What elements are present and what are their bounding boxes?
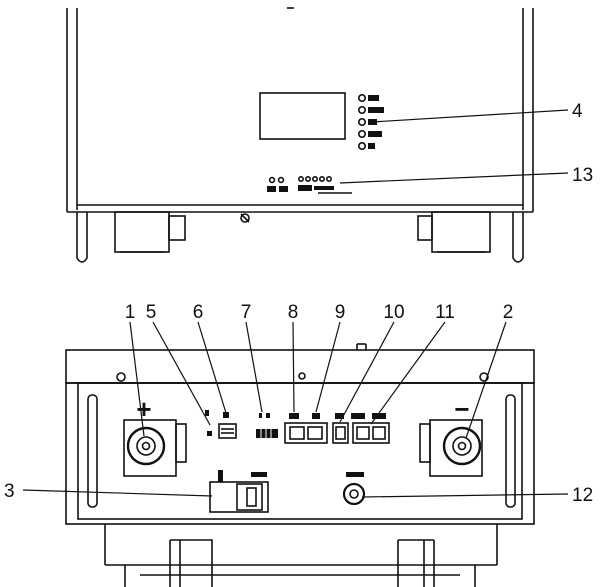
button-labels bbox=[267, 185, 334, 192]
dip-switch-dividers bbox=[260, 429, 272, 438]
negative-symbol: − bbox=[454, 394, 469, 424]
leader-9 bbox=[315, 321, 341, 413]
callout-3: 3 bbox=[4, 481, 15, 502]
bottom-screw bbox=[240, 213, 250, 223]
led-3 bbox=[357, 118, 366, 127]
switch-labels bbox=[205, 410, 229, 436]
round-connector bbox=[342, 472, 366, 506]
single-port bbox=[332, 422, 349, 444]
bottom-view bbox=[65, 343, 535, 587]
callout-12: 12 bbox=[572, 485, 593, 506]
panel-inner bbox=[77, 382, 523, 520]
leader-12 bbox=[361, 493, 569, 498]
positive-symbol: + bbox=[136, 394, 151, 424]
lid-screw-center bbox=[298, 372, 306, 380]
port-label-b bbox=[335, 413, 344, 419]
leader-lines bbox=[22, 109, 569, 498]
lid-screw-right bbox=[479, 372, 489, 382]
left-rod bbox=[76, 212, 88, 263]
leader-7 bbox=[245, 321, 263, 413]
rj45-port-pair-2 bbox=[352, 422, 390, 444]
right-slot bbox=[505, 394, 516, 508]
leader-13 bbox=[339, 172, 569, 184]
dip-switch bbox=[256, 413, 278, 438]
leader-10 bbox=[339, 321, 395, 423]
led-1 bbox=[357, 94, 366, 103]
callout-13: 13 bbox=[572, 165, 593, 186]
rj45-port-pair bbox=[284, 422, 328, 444]
callout-10: 10 bbox=[383, 302, 404, 323]
leader-5 bbox=[152, 321, 211, 426]
leader-1 bbox=[129, 321, 145, 437]
led-2 bbox=[357, 106, 366, 115]
reset-switch bbox=[218, 423, 237, 439]
leader-2 bbox=[465, 321, 507, 439]
lid-screw-left bbox=[116, 372, 126, 382]
left-foot bbox=[114, 211, 186, 253]
leader-3 bbox=[22, 489, 213, 497]
leader-6 bbox=[197, 321, 227, 414]
callout-2: 2 bbox=[503, 302, 514, 323]
led-5 bbox=[357, 142, 366, 151]
callout-9: 9 bbox=[335, 302, 346, 323]
indicator-leds bbox=[357, 94, 366, 151]
port-labels-a bbox=[289, 413, 320, 419]
port-labels-c bbox=[351, 413, 386, 419]
top-view bbox=[66, 7, 534, 263]
callout-8: 8 bbox=[288, 302, 299, 323]
callout-7: 7 bbox=[241, 302, 252, 323]
breaker bbox=[209, 470, 269, 513]
led-4 bbox=[357, 130, 366, 139]
leader-11 bbox=[370, 321, 446, 425]
stand bbox=[104, 524, 498, 587]
right-foot bbox=[417, 211, 491, 253]
callout-11: 11 bbox=[435, 302, 455, 323]
callout-1: 1 bbox=[125, 302, 136, 323]
right-rod bbox=[512, 212, 524, 263]
leader-4 bbox=[371, 109, 569, 123]
display-screen bbox=[259, 92, 346, 140]
button-strip bbox=[268, 176, 332, 184]
left-slot bbox=[87, 394, 98, 508]
leader-8 bbox=[292, 321, 295, 413]
positive-terminal bbox=[123, 419, 187, 477]
callout-6: 6 bbox=[193, 302, 204, 323]
callout-4: 4 bbox=[572, 101, 583, 122]
negative-terminal bbox=[419, 419, 483, 477]
callout-5: 5 bbox=[146, 302, 157, 323]
